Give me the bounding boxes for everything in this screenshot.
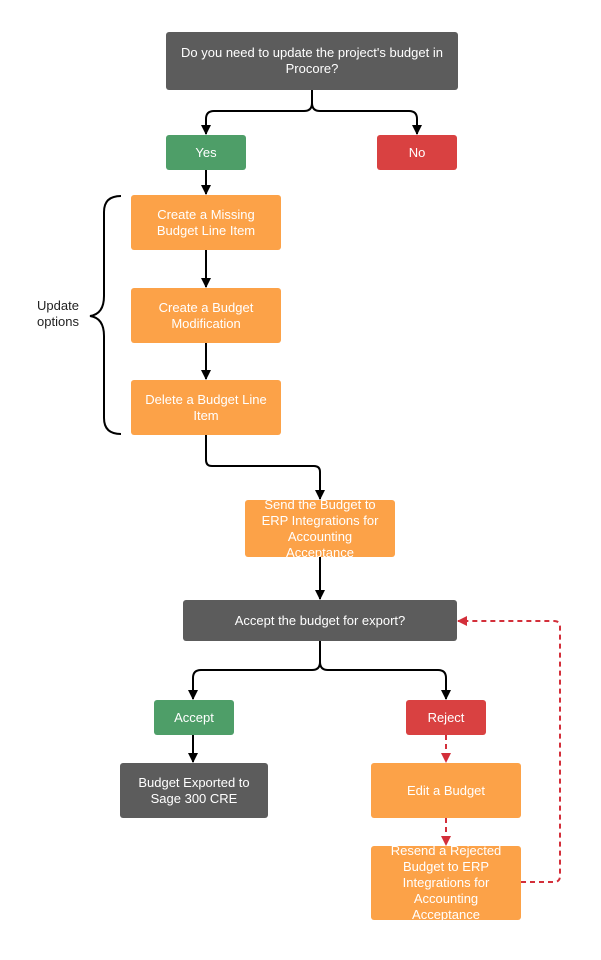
update-options-label: Update options bbox=[37, 298, 79, 329]
edge-delete-to-send bbox=[205, 435, 325, 500]
yes-node: Yes bbox=[166, 135, 246, 170]
accept-node: Accept bbox=[154, 700, 234, 735]
no-node: No bbox=[377, 135, 457, 170]
edge-accept-question-to-reject bbox=[319, 661, 451, 700]
send-budget-to-erp: Send the Budget to ERP Integrations for … bbox=[245, 497, 395, 560]
edge-question-to-no bbox=[311, 102, 422, 135]
update-options-brace bbox=[89, 195, 122, 435]
edge-accept-question-to-accept bbox=[188, 641, 321, 700]
edge-resend-loop-back bbox=[457, 616, 561, 883]
edge-question-to-yes bbox=[201, 90, 313, 135]
create-budget-modification: Create a Budget Modification bbox=[131, 288, 281, 343]
create-missing-line-item: Create a Missing Budget Line Item bbox=[131, 195, 281, 250]
question-update-budget: Do you need to update the project's budg… bbox=[166, 32, 458, 90]
budget-exported: Budget Exported to Sage 300 CRE bbox=[120, 763, 268, 818]
delete-budget-line-item: Delete a Budget Line Item bbox=[131, 380, 281, 435]
edit-a-budget: Edit a Budget bbox=[371, 763, 521, 818]
reject-node: Reject bbox=[406, 700, 486, 735]
question-accept-budget: Accept the budget for export? bbox=[183, 600, 457, 641]
resend-rejected-budget: Resend a Rejected Budget to ERP Integrat… bbox=[371, 843, 521, 922]
